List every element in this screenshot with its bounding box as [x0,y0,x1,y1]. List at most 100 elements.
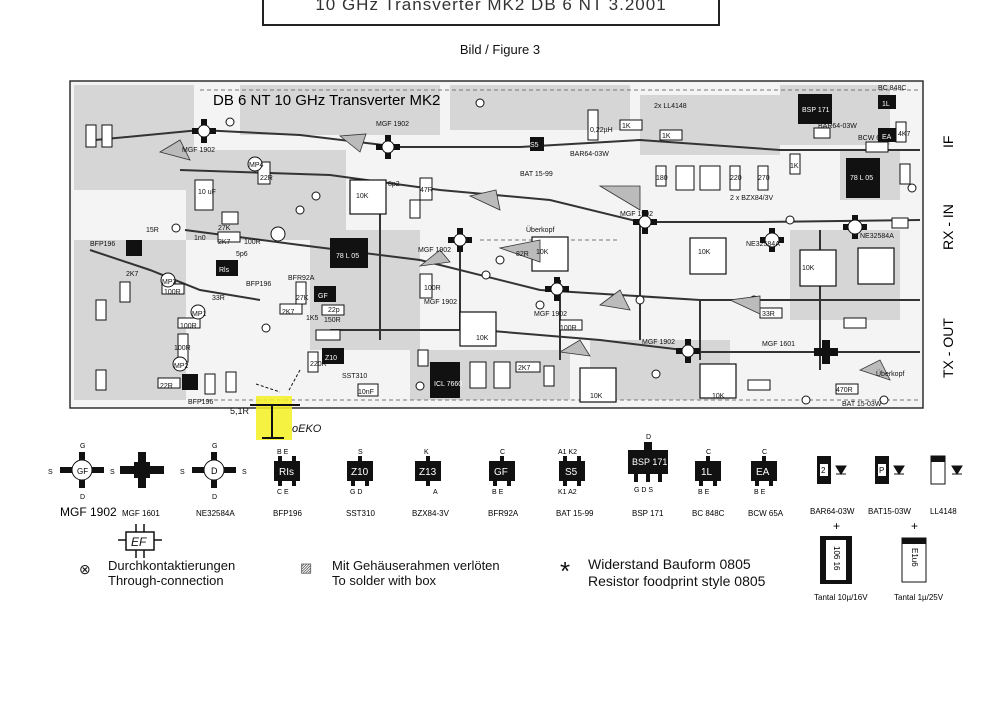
board-transistors [126,95,896,390]
lbl-bc848: BC 848C [878,85,906,92]
legend-mgf1601: MGF 1601 [120,452,164,518]
lbl-mgf-3: MGF 1902 [418,247,451,254]
svg-text:BCW 65A: BCW 65A [748,509,784,518]
lbl-1k-1: 1K [622,123,631,130]
svg-text:C E: C E [277,489,289,496]
note-solder-de: Mit Gehäuserahmen verlöten [332,558,500,573]
header-title: 10 GHz Transverter MK2 DB 6 NT 3.2001 [315,0,667,14]
lbl-bar-2: BAR64-03W [818,123,857,130]
lbl-bfp-1: BFP196 [90,241,115,248]
svg-text:S: S [110,469,115,476]
figure-label: Bild / Figure 3 [459,42,541,57]
lbl-10k-3: 10K [476,335,489,342]
legend-ne32584a: D G S S D NE32584A [180,443,247,518]
lbl-27k-2: 27K [296,295,309,302]
svg-text:G D: G D [350,489,362,496]
svg-text:+: + [833,519,840,533]
lbl-5p6: 5p6 [236,251,248,258]
annotation-text: 5,1R [230,406,250,416]
svg-text:K1 A2: K1 A2 [558,489,577,496]
board-ics [330,94,880,398]
svg-text:BAT15-03W: BAT15-03W [868,507,911,516]
note-resistor-de: Widerstand Bauform 0805 [588,556,751,572]
lbl-2k7-4: 2K7 [518,365,531,372]
legend-ll4148: LL4148 [930,455,963,516]
svg-text:BFR92A: BFR92A [488,509,519,518]
lbl-z10: Z10 [325,355,337,362]
svg-text:C: C [500,449,505,456]
lbl-mgf-7: MGF 1902 [424,299,457,306]
legend-bfp196: RIs B E C E BFP196 [273,449,302,518]
svg-text:EA: EA [756,467,770,478]
star-symbol: * [560,556,571,586]
lbl-ne-1: NE32584A [746,241,780,248]
lbl-bfp-3: BFP196 [188,399,213,406]
svg-text:BAT 15-99: BAT 15-99 [556,509,594,518]
note-solder-en: To solder with box [332,573,437,588]
copper-areas [74,85,900,400]
svg-text:LL4148: LL4148 [930,507,957,516]
svg-text:A: A [433,489,438,496]
svg-text:D: D [212,494,217,501]
lbl-bcw: BCW 65A [858,135,889,142]
annotation-text-2: oEKO [292,423,322,435]
svg-text:106 16: 106 16 [832,546,841,571]
lbl-82r: 82R [516,251,529,258]
lbl-220r: 220R [310,361,327,368]
highlight-annotation: 5,1R oEKO [230,369,322,440]
legend-tantal-10u: + 106 16 Tantal 10µ/16V [814,519,868,602]
svg-text:D: D [646,434,651,441]
svg-text:D: D [80,494,85,501]
lbl-2k7-2: 2K7 [126,271,139,278]
svg-text:+: + [911,519,918,533]
lbl-mp1: MP1 [192,311,207,318]
lbl-2k7-1: 2K7 [218,239,231,246]
note-via-en: Through-connection [108,573,224,588]
svg-text:EF: EF [131,535,147,549]
legend-bar64: 2 BAR64-03W [810,456,855,516]
lbl-mgf-1601: MGF 1601 [762,341,795,348]
legend-mgf1902: GF G S S D MGF 1902 [48,443,117,519]
trimmers [349,179,895,403]
lbl-bfp-2: BFP196 [246,281,271,288]
svg-text:B E: B E [754,489,766,496]
lbl-150r: 150R [324,317,341,324]
lbl-mgf-6: MGF 1902 [642,339,675,346]
legend-bzx84: Z13 K A BZX84-3V [412,449,450,518]
svg-text:BFP196: BFP196 [273,509,302,518]
svg-text:BC 848C: BC 848C [692,509,725,518]
lbl-bar-1: BAR64-03W [570,151,609,158]
svg-text:BSP 171: BSP 171 [632,509,664,518]
svg-text:GF: GF [77,467,88,476]
lbl-bzx: 2 x BZX84/3V [730,195,774,202]
lbl-ueberkopf-1: Überkopf [526,226,554,234]
legend-bsp171: BSP 171 D G D S BSP 171 [628,434,668,518]
svg-text:G D S: G D S [634,487,653,494]
lbl-22p: 22p [328,307,340,314]
lbl-2k7-3: 2K7 [282,309,295,316]
note-via-de: Durchkontaktierungen [108,558,236,573]
svg-text:E1u6: E1u6 [910,548,919,567]
svg-text:A1 K2: A1 K2 [558,449,577,456]
lbl-100r-6: 100R [174,345,191,352]
lbl-10k-1: 10K [356,193,369,200]
solder-symbol: ▨ [300,560,313,575]
svg-text:B E: B E [492,489,504,496]
svg-text:S: S [242,469,247,476]
lbl-47r: 47R [420,187,433,194]
header-strip: 10 GHz Transverter MK2 DB 6 NT 3.2001 [262,0,720,26]
lbl-470r: 470R [836,387,853,394]
svg-text:Tantal 10µ/16V: Tantal 10µ/16V [814,593,868,602]
lbl-100r-2: 100R [164,289,181,296]
lbl-mgf-4: MGF 1902 [620,211,653,218]
svg-text:MGF 1902: MGF 1902 [60,505,117,519]
lbl-10k-4: 10K [698,249,711,256]
lbl-022uh: 0,22µH [590,127,613,134]
lbl-100r-5: 100R [424,285,441,292]
lbl-1n0: 1n0 [194,235,206,242]
lbl-100r-3: 100R [180,323,197,330]
svg-text:BAR64-03W: BAR64-03W [810,507,855,516]
lbl-220: 220 [730,175,742,182]
note-resistor-en: Resistor foodprint style 0805 [588,573,766,589]
board-component-labels: MGF 1902 MGF 1902 MGF 1902 MGF 1902 MGF … [90,85,911,408]
